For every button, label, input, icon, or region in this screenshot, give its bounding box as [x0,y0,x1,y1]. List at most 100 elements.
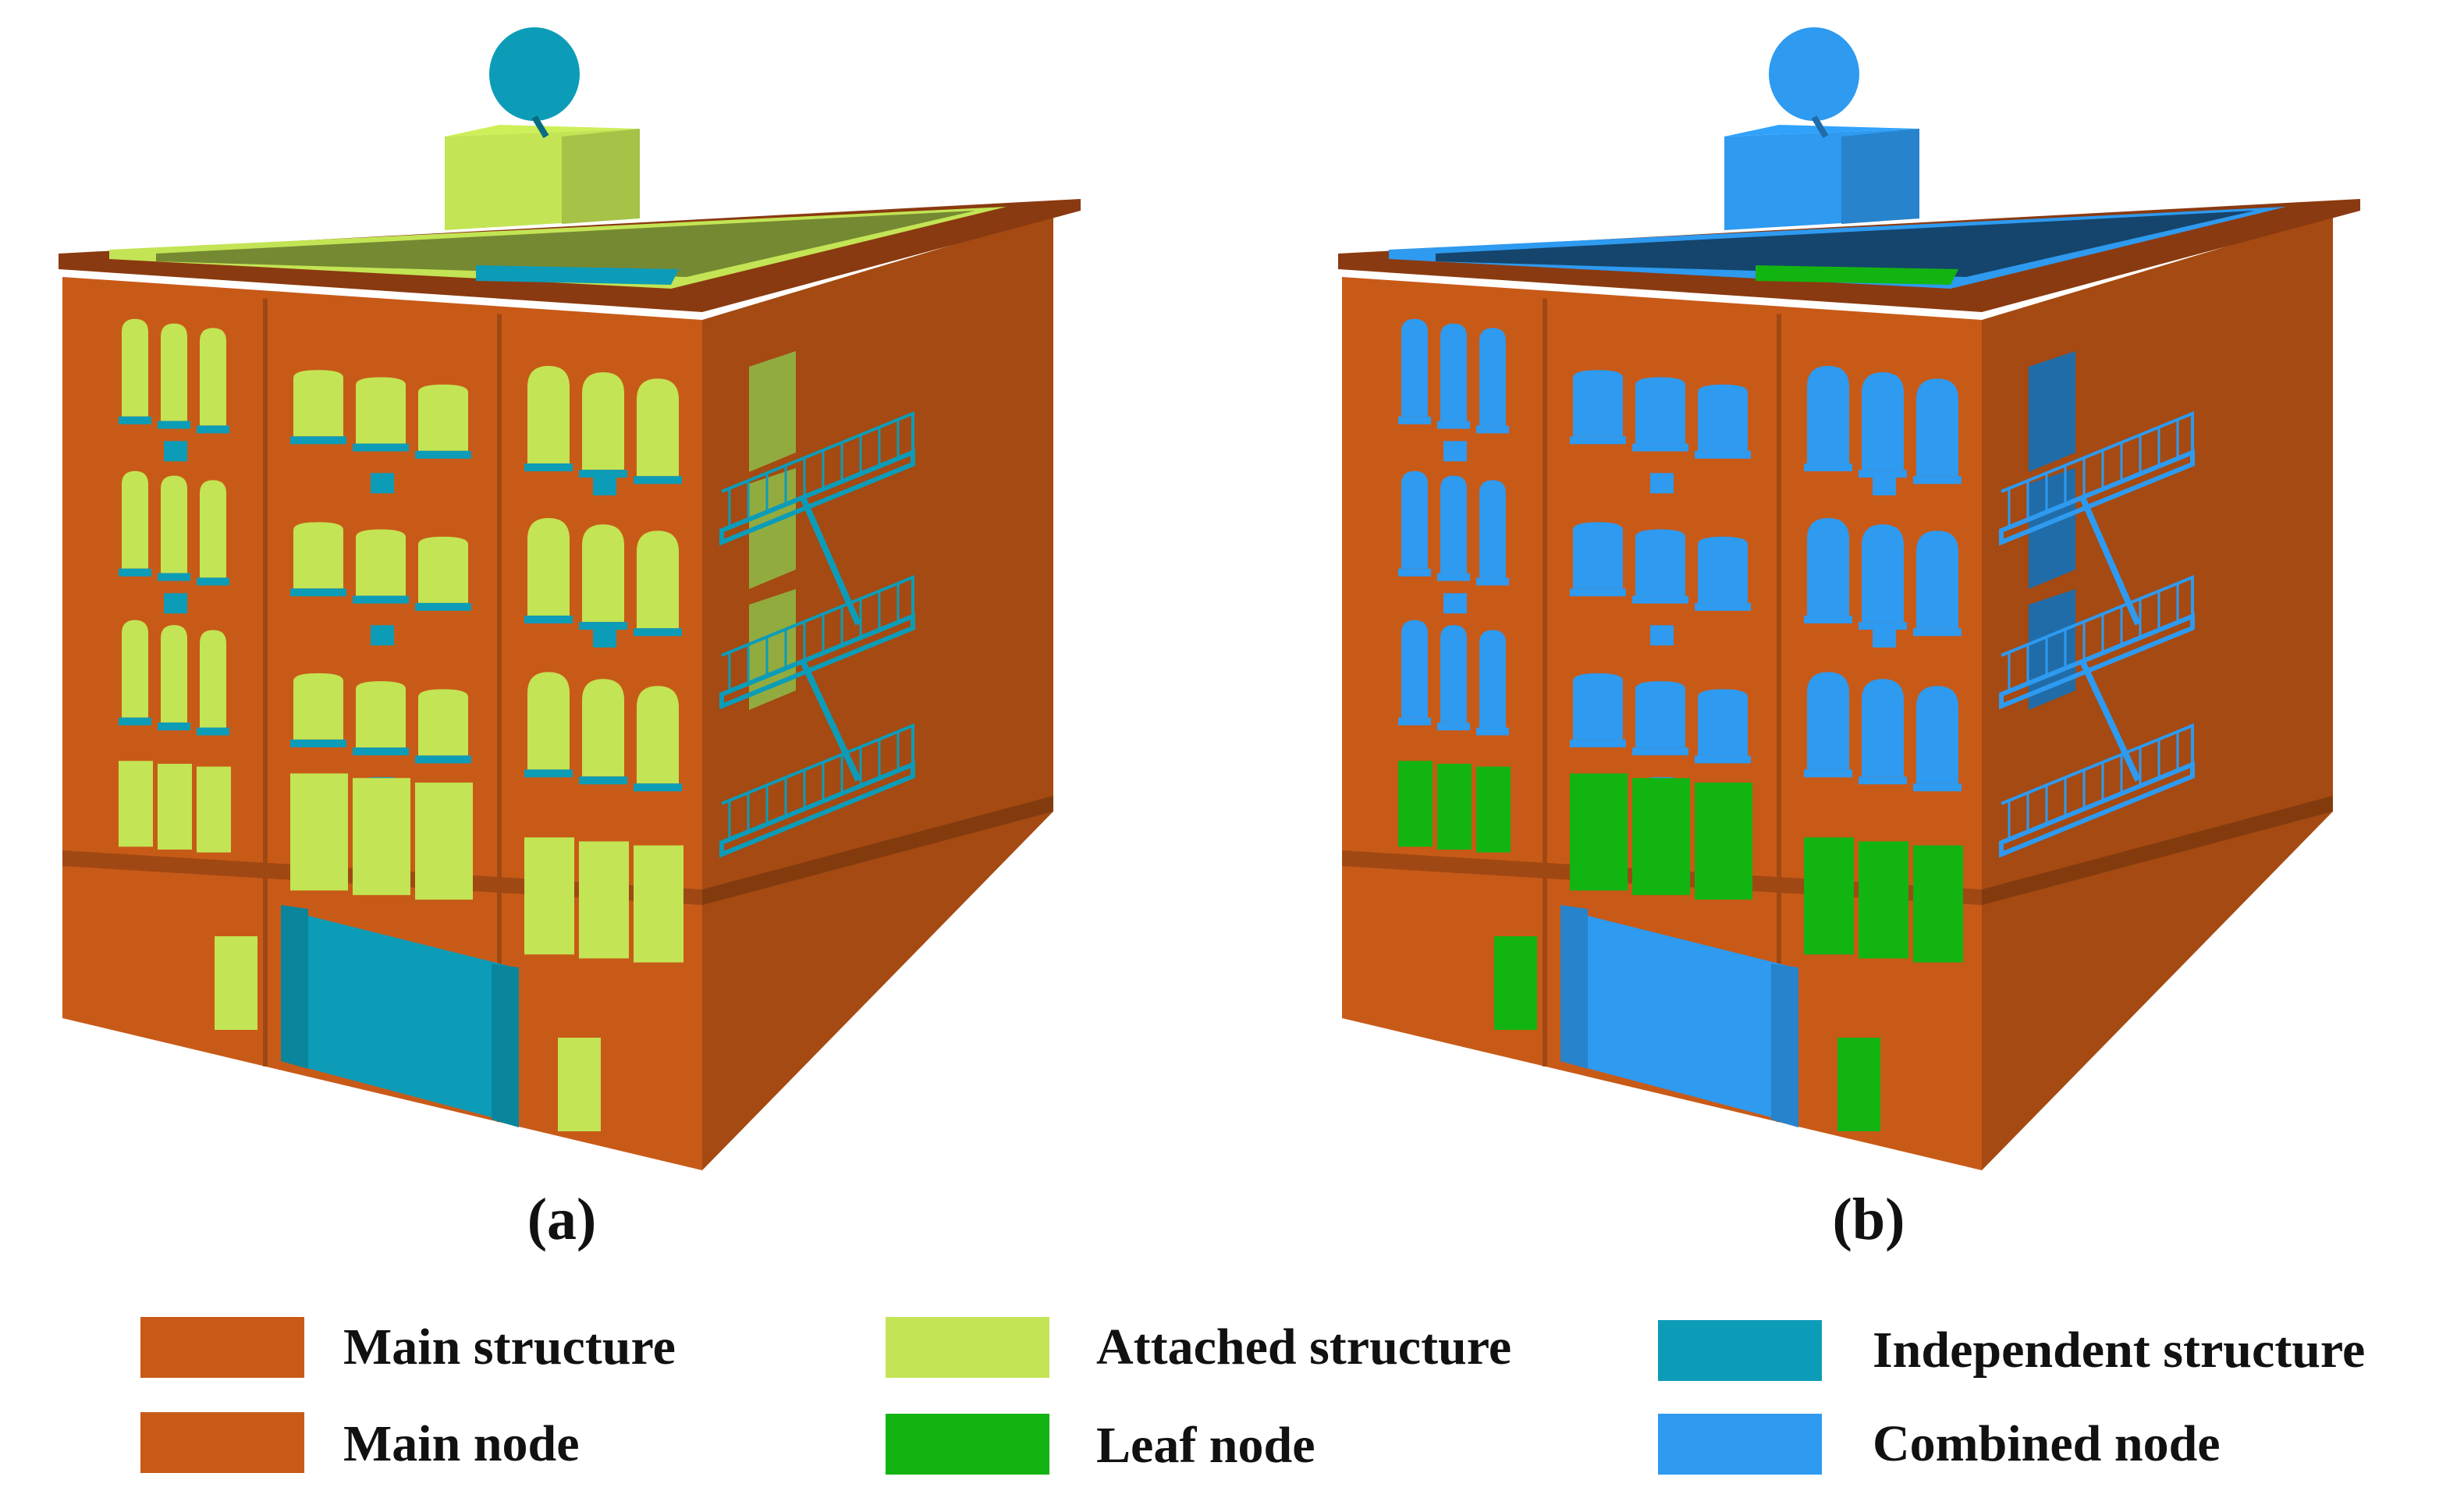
side-window [2029,468,2075,589]
window-sill [1632,595,1688,604]
window [418,689,468,756]
window-sill [524,769,573,778]
ac-unit [1873,626,1896,648]
fire-escape-platform [1999,761,2195,858]
ac-unit [164,593,187,614]
window [1807,672,1849,770]
window-sill [634,476,682,485]
storefront-window [119,761,153,847]
window-sill [290,739,346,747]
window [527,518,570,616]
legend-swatch-attached-structure [886,1317,1049,1378]
roof-inner [156,211,975,277]
dish-mount [531,115,549,139]
roof-vent [1756,265,1958,285]
window-sill [634,628,682,637]
legend-label-main-node: Main node [343,1415,580,1472]
storefront-window [1437,763,1472,850]
window-sill [579,470,627,478]
storefront-window [158,763,192,850]
dish-mount [1811,115,1829,139]
window-sill [1437,722,1470,731]
window [122,470,148,569]
window [1862,372,1904,470]
fire-escape-ladder [2080,662,2141,782]
window-sill [1804,616,1852,624]
garage-door [281,909,515,1123]
storefront-window [1804,837,1854,955]
window [582,372,624,470]
window-sill [119,568,151,577]
window-sill [290,588,346,597]
window [527,672,570,770]
window-sill [158,722,190,731]
window-sill [197,425,229,434]
window [1573,522,1623,589]
legend-swatch-independent-structure [1658,1320,1822,1381]
window [200,328,226,426]
window-sill [1695,755,1751,764]
fire-escape-ladder [801,498,861,626]
window [1635,529,1685,596]
window [161,625,187,723]
window [1479,630,1506,728]
window-sill [353,595,409,604]
storefront-window [1476,766,1511,853]
side-door-right [1837,1038,1880,1131]
storefront-window [1913,845,1963,963]
satellite-dish [1769,27,1859,121]
window [1573,370,1623,437]
garage-pillar-right [492,964,519,1127]
window [122,318,148,417]
storefront-window [579,841,629,959]
window [1862,524,1904,623]
window-sill [290,436,346,445]
window [1698,689,1748,756]
fire-escape-ladder [2080,498,2141,626]
window-sill [1398,717,1431,726]
floor-band-side [1982,796,2333,905]
ac-unit [371,473,394,494]
window [356,377,406,444]
storefront-window [1570,773,1628,891]
ac-unit [593,474,616,495]
legend-label-independent-structure: Independent structure [1873,1322,2366,1379]
window-sill [1570,739,1626,747]
side-door-left [215,936,257,1030]
garage-pillar-left [1560,905,1588,1069]
window-sill [634,783,682,792]
window-sill [415,602,471,611]
window [418,536,468,603]
window [418,384,468,451]
fire-escape-platform [1999,449,2195,546]
building-model-b [1338,27,2360,1170]
window-sill [1913,628,1962,637]
window-sill [415,755,471,764]
window [356,681,406,748]
storefront-window [634,845,683,963]
window-sill [415,450,471,459]
window [637,686,679,784]
legend-label-main-structure: Main structure [343,1319,676,1375]
window-sill [197,577,229,586]
window [293,370,343,437]
window-sill [1804,769,1852,778]
roof-vent [476,265,679,285]
window [1479,480,1506,578]
legend-label-attached-structure: Attached structure [1096,1319,1512,1375]
legend-swatch-main-node [140,1412,304,1473]
window-sill [1859,470,1907,478]
window [1807,366,1849,464]
window [1440,475,1467,573]
window [1401,318,1428,417]
window [1698,536,1748,603]
side-window [749,468,796,589]
window-sill [579,622,627,630]
window-sill [353,443,409,452]
window-sill [524,463,573,472]
ac-unit [1650,473,1674,494]
window [161,475,187,573]
window-sill [1398,416,1431,424]
window-sill [119,717,151,726]
